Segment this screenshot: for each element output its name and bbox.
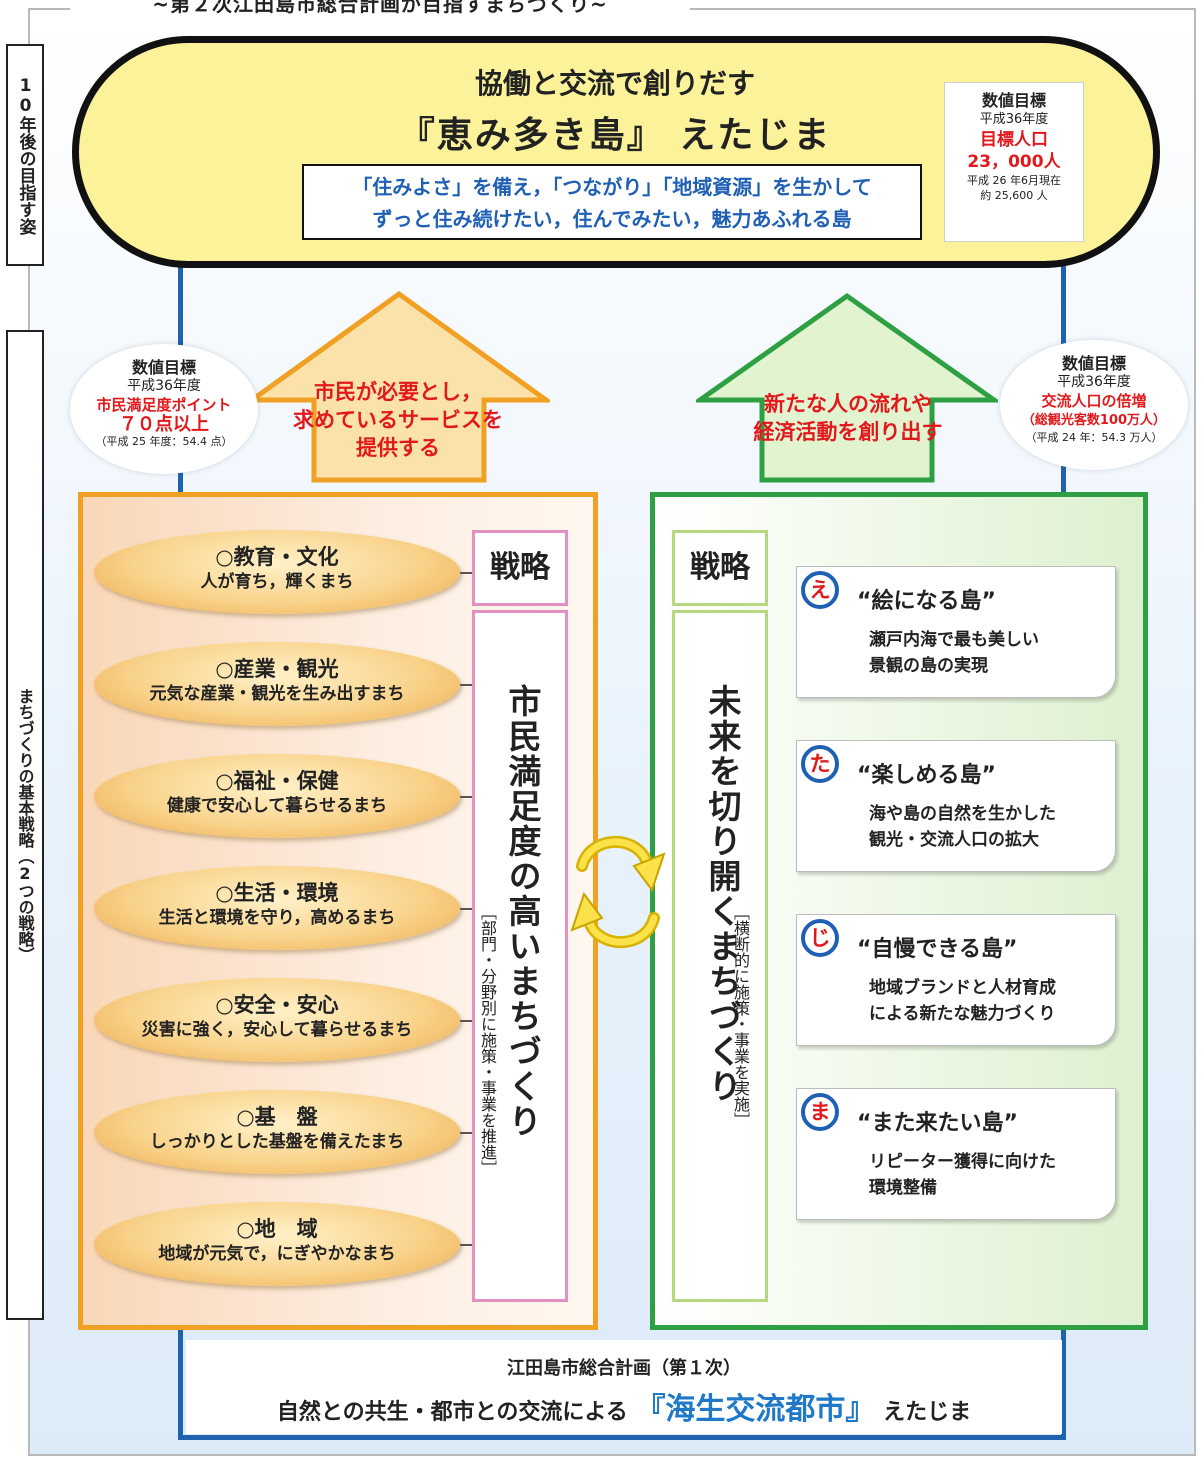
target-head: 数値目標 [981,91,1046,110]
visitor-target-circle: 数値目標 平成36年度 交流人口の倍増 （総観光客数100万人） （平成 24 … [1000,340,1188,470]
strategy-oval-infrastructure: ○基 盤 しっかりとした基盤を備えたまち [94,1090,460,1174]
badge-ma: ま [801,1093,839,1131]
right-strategy-label: 戦略 [672,530,768,606]
target-year: 平成36年度 [979,112,1049,127]
left-strategy-subtitle: ［部門・分野別に施策・事業を推進］ [478,904,497,1176]
strategy-card-ta: た “楽しめる島” 海や島の自然を生かした 観光・交流人口の拡大 [796,740,1116,872]
badge-e: え [801,571,839,609]
left-strategy-label: 戦略 [472,530,568,606]
oval-connector [460,1132,472,1134]
target-value: 23，000人 [967,152,1061,172]
first-plan-vision: 自然との共生・都市との交流による 『海生交流都市』 えたじま [276,1392,972,1427]
target-note2: 約 25,600 人 [980,189,1048,202]
up-arrow-right [696,292,998,483]
strategy-oval-safety: ○安全・安心 災害に強く，安心して暮らせるまち [94,978,460,1062]
first-plan-highlight: 『海生交流都市』 [635,1392,876,1427]
oval-connector [460,1244,472,1246]
oval-connector [460,684,472,686]
vision-title: 『恵み多き島』 えたじま [398,115,832,156]
left-strategy-box [472,610,568,1302]
vision-desc-line2: ずっと住み続けたい，住んでみたい，魅力あふれる島 [372,207,852,231]
left-strategy-title: 市民満足度の高いまちづくり [503,684,542,1139]
strategy-card-ji: じ “自慢できる島” 地域ブランドと人材育成 による新たな魅力づくり [796,914,1116,1046]
right-strategy-subtitle: ［横断的に施策・事業を実施］ [731,904,750,1128]
population-target-box: 数値目標 平成36年度 目標人口 23，000人 平成 26 年6月現在 約 2… [944,82,1084,242]
up-arrow-left [248,290,550,483]
strategy-oval-industry: ○産業・観光 元気な産業・観光を生み出すまち [94,642,460,726]
right-strategy-title: 未来を切り開くまちづくり [703,684,742,1104]
strategy-oval-education: ○教育・文化 人が育ち，輝くまち [94,530,460,614]
strategy-oval-community: ○地 域 地域が元気で，にぎやかなまち [94,1202,460,1286]
arrow-right-text: 新たな人の流れや 経済活動を創り出す [753,392,943,444]
target-label: 目標人口 [980,130,1048,150]
vision-desc-line1: 「住みよさ」を備え，「つながり」「地域資源」を生かして [352,175,872,199]
satisfaction-target-circle: 数値目標 平成36年度 市民満足度ポイント ７０点以上 （平成 25 年度：54… [70,344,258,474]
oval-connector [460,908,472,910]
side-label-vision: 10年後の目指す姿 [6,44,44,266]
vision-description: 「住みよさ」を備え，「つながり」「地域資源」を生かして ずっと住み続けたい，住ん… [302,164,922,240]
strategy-card-e: え “絵になる島” 瀬戸内海で最も美しい 景観の島の実現 [796,566,1116,698]
strategy-card-ma: ま “また来たい島” リピーター獲得に向けた 環境整備 [796,1088,1116,1220]
oval-connector [460,1020,472,1022]
first-plan-label: 江田島市総合計画（第１次） [507,1358,741,1379]
target-note1: 平成 26 年6月現在 [967,174,1061,187]
right-strategy-box [672,610,768,1302]
badge-ta: た [801,745,839,783]
page-title: ~第２次江田島市総合計画が目指すまちづくり~ [70,0,690,18]
vision-subtitle: 協働と交流で創りだす [474,67,755,100]
strategy-oval-welfare: ○福祉・保健 健康で安心して暮らせるまち [94,754,460,838]
oval-connector [460,572,472,574]
oval-connector [460,796,472,798]
side-label-strategy: まちづくりの基本戦略（2つの戦略） [6,330,44,1320]
cycle-arrows-icon [570,835,666,949]
strategy-oval-living: ○生活・環境 生活と環境を守り，高めるまち [94,866,460,950]
badge-ji: じ [801,919,839,957]
first-plan-box [186,1340,1062,1434]
arrow-left-text: 市民が必要とし， 求めているサービスを 提供する [293,380,503,460]
